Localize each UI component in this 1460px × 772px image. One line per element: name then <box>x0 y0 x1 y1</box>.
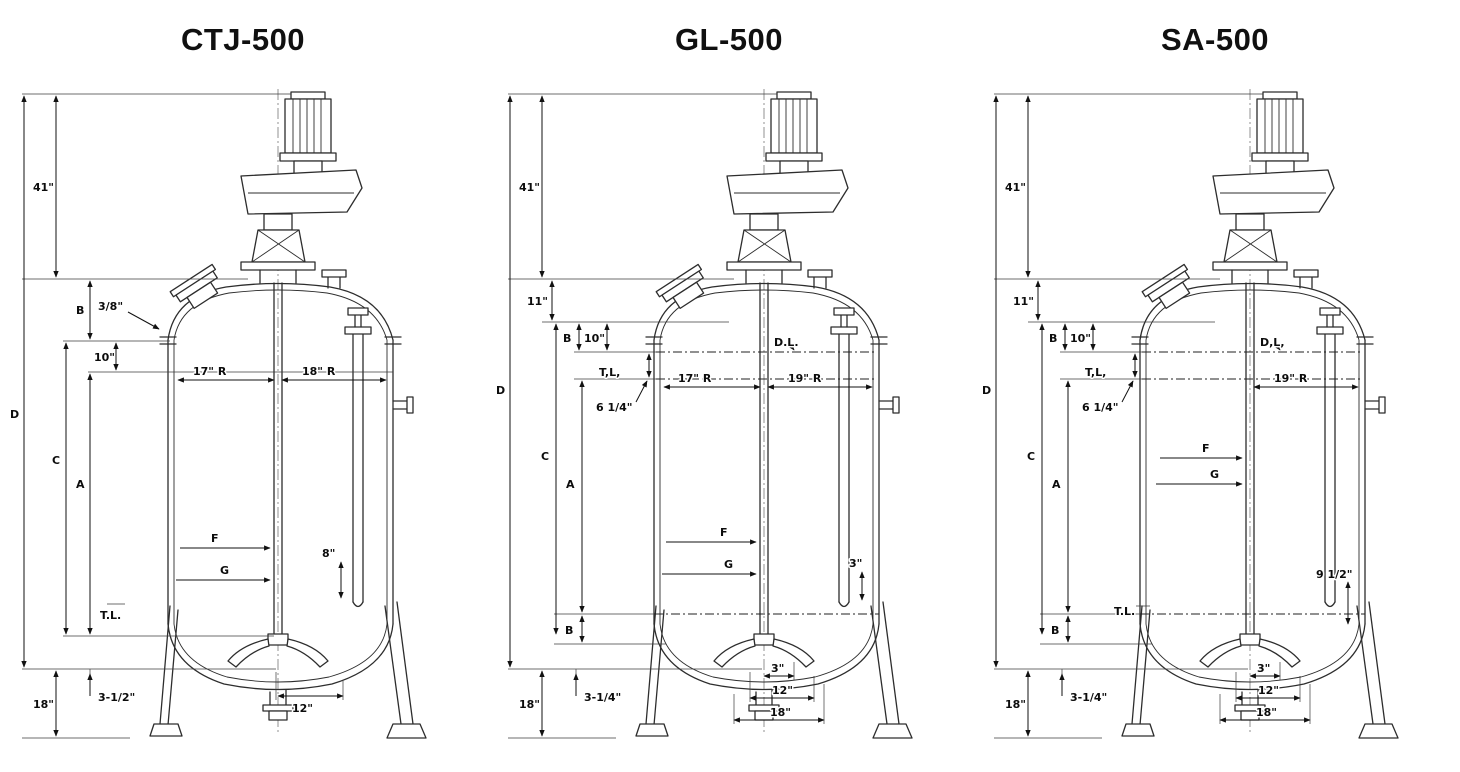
gl-dim-3bot: 3" <box>771 662 784 675</box>
sa-dim-base18: 18" <box>1256 706 1277 719</box>
gl-dim-C: C <box>541 450 549 463</box>
sa-dim-11in: 11" <box>1013 295 1034 308</box>
ctj-dim-18r: 18" R <box>302 365 336 378</box>
ctj-dim-8in: 8" <box>322 547 335 560</box>
sa-dim-41in: 41" <box>1005 181 1026 194</box>
gl-dim-12in: 12" <box>772 684 793 697</box>
ctj-dim-clear: 3-1/2" <box>98 691 135 704</box>
gl-dim-D: D <box>496 384 505 397</box>
ctj-dim-wall: 3/8" <box>98 300 123 313</box>
vessel-ctj <box>149 88 427 739</box>
gl-dim-17r: 17" R <box>678 372 712 385</box>
ctj-dim-leg18: 18" <box>33 698 54 711</box>
sa-dim-leg18: 18" <box>1005 698 1026 711</box>
gl-dim-clear: 3-1/4" <box>584 691 621 704</box>
gl-dim-3side: 3" <box>849 557 862 570</box>
ctj-dim-G: G <box>220 564 229 577</box>
sa-dim-F: F <box>1202 442 1210 455</box>
ctj-dim-TL: T.L. <box>100 609 121 622</box>
gl-dim-G: G <box>724 558 733 571</box>
gl-dim-6quarter: 6 1/4" <box>596 401 633 414</box>
sa-dim-6quarter: 6 1/4" <box>1082 401 1119 414</box>
gl-dim-DL: D.L. <box>774 336 799 349</box>
ctj-dim-F: F <box>211 532 219 545</box>
ctj-500-drawing: 41" B 3/8" 10" D C A 17" R 18" R F G 8" … <box>9 88 427 739</box>
ctj-dim-B: B <box>76 304 84 317</box>
gl-dim-B-bot: B <box>565 624 573 637</box>
sa-dim-B-bot: B <box>1051 624 1059 637</box>
sa-dim-19r: 19" R <box>1274 372 1308 385</box>
sa-500-drawing: 41" 11" B 10" D,L, T,L, 6 1/4" D C A 19"… <box>981 88 1399 739</box>
sa-dimension-lines <box>993 95 1359 737</box>
sa-dim-DL: D,L, <box>1260 336 1285 349</box>
gl-dimension-labels: 41" 11" B 10" D.L. T,L, 6 1/4" D C A 17"… <box>495 180 864 721</box>
sa-dim-3bot: 3" <box>1257 662 1270 675</box>
gl-dim-41in: 41" <box>519 181 540 194</box>
sa-dim-9half: 9 1/2" <box>1316 568 1353 581</box>
gl-dim-base18: 18" <box>770 706 791 719</box>
diagram-row: CTJ-500 41" B 3/8" 10" D <box>0 6 1458 744</box>
gl-500-figure: GL-500 <box>486 6 972 744</box>
gl-500-drawing: 41" 11" B 10" D.L. T,L, 6 1/4" D C A 17"… <box>495 88 913 739</box>
sa-dimension-labels: 41" 11" B 10" D,L, T,L, 6 1/4" D C A 19"… <box>981 180 1355 721</box>
sa-dim-B: B <box>1049 332 1057 345</box>
gl-dim-19r: 19" R <box>788 372 822 385</box>
sa-500-figure: SA-500 <box>972 6 1458 744</box>
gl-dimension-lines <box>507 95 873 737</box>
sa-dim-C: C <box>1027 450 1035 463</box>
sa-dim-12in: 12" <box>1258 684 1279 697</box>
gl-datum-lines <box>654 351 879 615</box>
ctj-dim-17r: 17" R <box>193 365 227 378</box>
vessel-gl <box>635 88 913 739</box>
gl-dim-A: A <box>566 478 575 491</box>
sa-dim-10in: 10" <box>1070 332 1091 345</box>
sa-dim-TL-bot: T.L. <box>1114 605 1135 618</box>
sa-dim-TL-side: T,L, <box>1085 366 1106 379</box>
gl-500-title: GL-500 <box>674 22 784 57</box>
gl-dim-leg18: 18" <box>519 698 540 711</box>
ctj-dim-C: C <box>52 454 60 467</box>
ctj-dim-D: D <box>10 408 19 421</box>
sa-dim-G: G <box>1210 468 1219 481</box>
ctj-500-title: CTJ-500 <box>180 22 306 57</box>
sa-dim-clear: 3-1/4" <box>1070 691 1107 704</box>
ctj-dim-10in: 10" <box>94 351 115 364</box>
gl-dim-F: F <box>720 526 728 539</box>
gl-extension-lines <box>508 93 825 739</box>
sa-datum-lines <box>1140 351 1365 615</box>
ctj-500-figure: CTJ-500 41" B 3/8" 10" D <box>0 6 486 744</box>
ctj-dim-A: A <box>76 478 85 491</box>
sa-500-title: SA-500 <box>1160 22 1270 57</box>
gl-dim-10in: 10" <box>584 332 605 345</box>
sa-dim-A: A <box>1052 478 1061 491</box>
gl-dim-11in: 11" <box>527 295 548 308</box>
gl-dim-B: B <box>563 332 571 345</box>
ctj-dimension-labels: 41" B 3/8" 10" D C A 17" R 18" R F G 8" … <box>9 180 338 717</box>
ctj-dim-12in: 12" <box>292 702 313 715</box>
gl-dim-TL-side: T,L, <box>599 366 620 379</box>
ctj-dim-41in: 41" <box>33 181 54 194</box>
sa-dim-D: D <box>982 384 991 397</box>
vessel-sa <box>1121 88 1399 739</box>
ctj-dimension-lines <box>21 95 387 737</box>
